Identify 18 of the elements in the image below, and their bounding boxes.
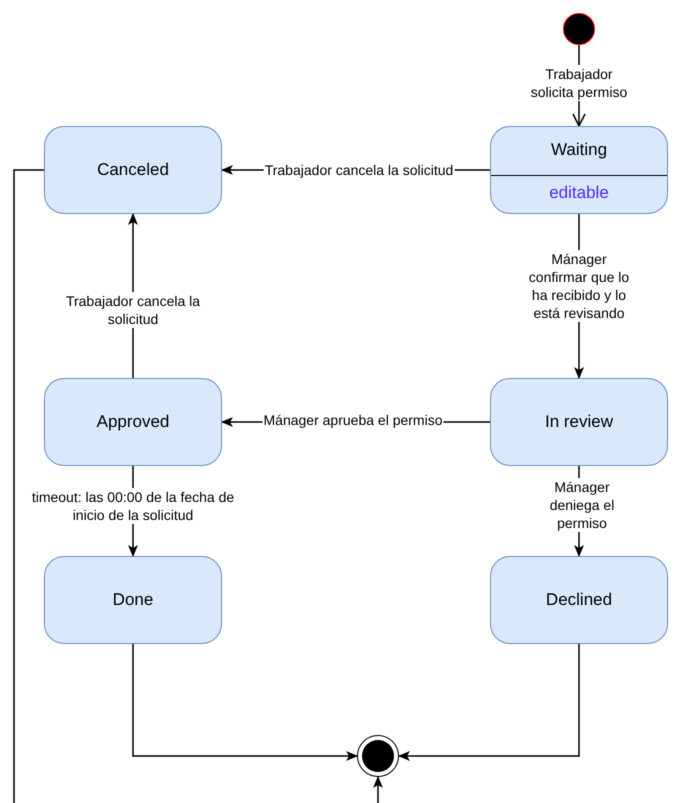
state-name: Waiting (550, 139, 608, 161)
state-name: Done (112, 590, 154, 610)
state-box (44, 378, 222, 466)
state-name: Canceled (97, 160, 169, 180)
state-attribute: editable (549, 182, 609, 204)
state-box (490, 378, 668, 466)
state-box (490, 126, 668, 214)
state-box (44, 126, 222, 214)
transition-arrow (398, 644, 580, 761)
initial-state (563, 13, 595, 45)
state-name: In review (544, 412, 614, 432)
state-name: Declined (546, 590, 612, 610)
final-state (357, 735, 399, 777)
state-name: Approved (96, 412, 170, 432)
state-box (490, 556, 668, 644)
state-box (44, 556, 222, 644)
transition-arrow (13, 169, 383, 803)
transition-arrow (132, 644, 358, 761)
